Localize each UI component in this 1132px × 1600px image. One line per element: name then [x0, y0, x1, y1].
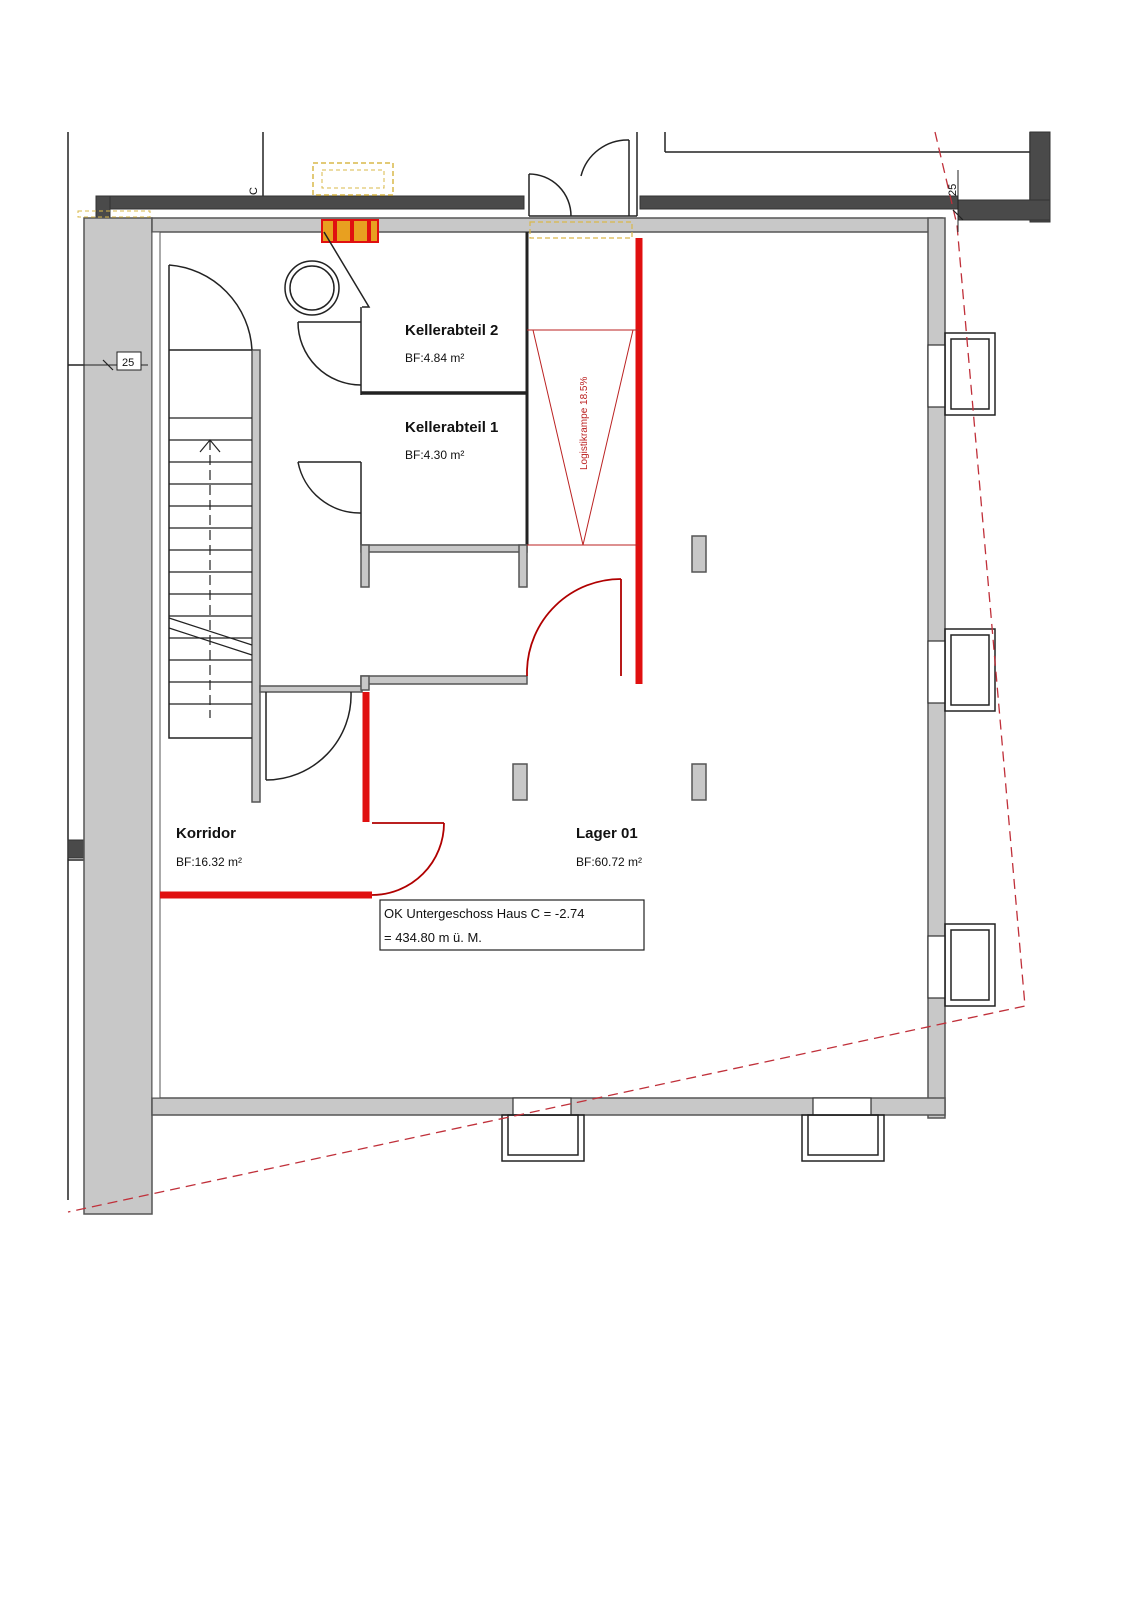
logistics-ramp — [527, 329, 639, 546]
level-note: OK Untergeschoss Haus C = -2.74 = 434.80… — [379, 899, 645, 951]
room-kellerabteil-1: Kellerabteil 1 BF:4.30 m² — [405, 419, 498, 462]
context-lines — [67, 132, 1031, 1200]
korridor-door — [265, 691, 352, 781]
right-windows — [927, 332, 996, 1007]
room-area-kellerabteil-2: BF:4.84 m² — [405, 351, 464, 365]
level-note-line2: = 434.80 m ü. M. — [384, 930, 482, 945]
wall-frame — [83, 217, 946, 1215]
columns — [512, 535, 707, 801]
room-korridor: Korridor BF:16.32 m² — [176, 825, 242, 869]
staircase — [168, 264, 253, 739]
room-lager-01: Lager 01 BF:60.72 m² — [576, 825, 642, 869]
dimension-left-label: 25 — [122, 357, 134, 369]
room-area-lager-01: BF:60.72 m² — [576, 855, 642, 869]
room-name-kellerabteil-2: Kellerabteil 2 — [405, 322, 498, 339]
ramp-label: Logistikrampe 18.5% — [579, 377, 590, 470]
dimension-top-right: 25 — [947, 170, 964, 232]
boiler-icon — [284, 260, 340, 316]
existing-walls — [67, 131, 1051, 859]
storage-doors — [297, 321, 362, 514]
bottom-windows — [501, 1097, 885, 1162]
double-door — [528, 132, 638, 217]
dashed-boundary — [67, 131, 1026, 1213]
light-shaft — [77, 162, 633, 239]
room-kellerabteil-2: Kellerabteil 2 BF:4.84 m² — [405, 322, 498, 365]
level-note-line1: OK Untergeschoss Haus C = -2.74 — [384, 906, 585, 921]
dimension-left: 25 — [68, 351, 148, 371]
grid-marker: C — [248, 187, 260, 195]
room-area-kellerabteil-1: BF:4.30 m² — [405, 448, 464, 462]
wall-opening-marker — [321, 219, 379, 243]
room-area-korridor: BF:16.32 m² — [176, 855, 242, 869]
new-walls — [160, 238, 643, 899]
dimension-top-right-label: 25 — [947, 184, 959, 196]
room-name-lager-01: Lager 01 — [576, 825, 638, 842]
room-name-korridor: Korridor — [176, 825, 236, 842]
grid-marker-label: C — [248, 187, 260, 195]
room-name-kellerabteil-1: Kellerabteil 1 — [405, 419, 498, 436]
interior-walls — [251, 231, 529, 803]
lager-doors — [371, 578, 622, 896]
